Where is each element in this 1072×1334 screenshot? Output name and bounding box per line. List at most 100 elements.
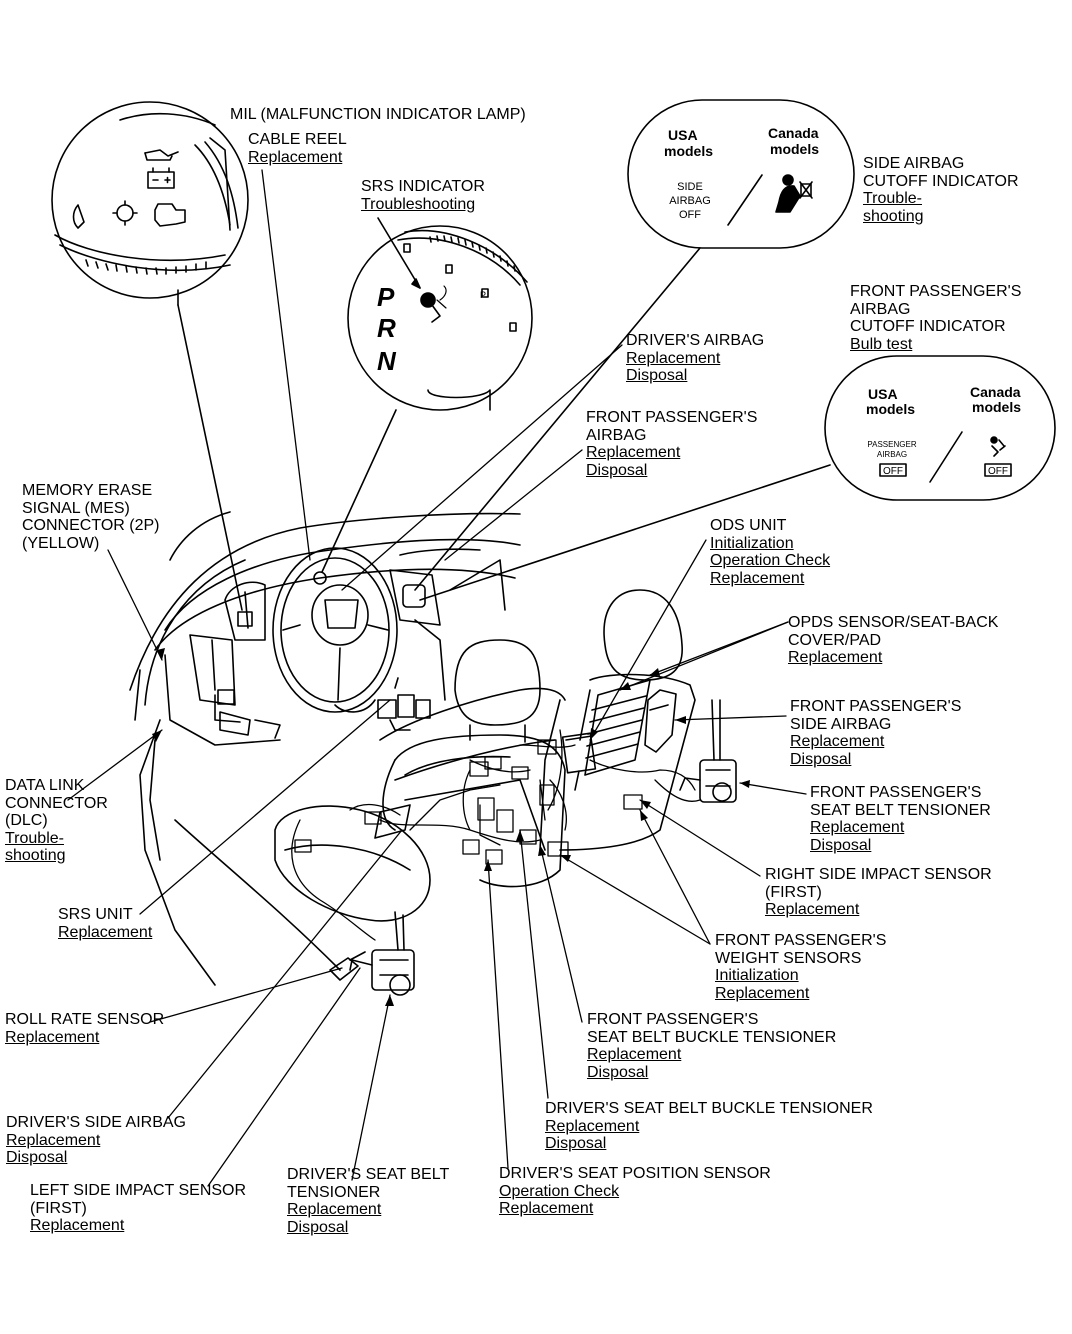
gear-p-label: P	[377, 282, 395, 312]
mes-connector-title-line: (YELLOW)	[22, 534, 100, 552]
right-side-impact-callout: RIGHT SIDE IMPACT SENSOR(FIRST)Replaceme…	[765, 866, 992, 919]
side-airbag-cutoff-link[interactable]: shooting	[863, 207, 924, 225]
drivers-seat	[274, 639, 566, 922]
fp-airbag-title-line: AIRBAG	[586, 426, 647, 444]
srs-indicator-link[interactable]: Troubleshooting	[361, 195, 476, 213]
fp-buckle-tensioner-link[interactable]: Replacement	[587, 1046, 682, 1063]
instrument-cluster-inset	[51, 101, 249, 611]
drivers-seat-position-title-line: DRIVER'S SEAT POSITION SENSOR	[499, 1165, 771, 1182]
gear-n-label: N	[377, 346, 397, 376]
fp-airbag-title-line: FRONT PASSENGER'S	[586, 409, 758, 426]
mil-callout: MIL (MALFUNCTION INDICATOR LAMP)	[230, 106, 526, 124]
right-side-impact-title-line: RIGHT SIDE IMPACT SENSOR	[765, 866, 992, 883]
left-side-impact-title-line: LEFT SIDE IMPACT SENSOR	[30, 1182, 247, 1199]
arrowheads	[152, 648, 750, 1006]
drivers-seat-position-link[interactable]: Replacement	[499, 1200, 594, 1217]
drivers-seat-belt-tensioner-link[interactable]: Replacement	[287, 1201, 382, 1218]
drivers-side-airbag-link[interactable]: Replacement	[6, 1131, 101, 1149]
fp-seat-belt-tensioner-link[interactable]: Disposal	[810, 836, 872, 854]
fp-buckle-tensioner-title-line: SEAT BELT BUCKLE TENSIONER	[587, 1028, 837, 1046]
dlc-link[interactable]: Trouble-	[5, 829, 64, 847]
gear-r-label: R	[377, 313, 396, 343]
dlc-title-line: CONNECTOR	[5, 794, 108, 812]
left-side-impact-link[interactable]: Replacement	[30, 1217, 125, 1234]
drivers-side-airbag-link[interactable]: Disposal	[6, 1149, 68, 1166]
roll-rate-sensor-title-line: ROLL RATE SENSOR	[5, 1011, 165, 1028]
drivers-airbag-link[interactable]: Disposal	[626, 367, 688, 384]
dlc-title-line: (DLC)	[5, 812, 48, 829]
drivers-seat-belt-tensioner-link[interactable]: Disposal	[287, 1218, 349, 1236]
fp-side-airbag-link[interactable]: Disposal	[790, 750, 852, 768]
roll-rate-sensor-link[interactable]: Replacement	[5, 1028, 100, 1046]
mes-connector-title-line: CONNECTOR (2P)	[22, 517, 160, 534]
side-airbag-cutoff-link[interactable]: Trouble-	[863, 190, 922, 207]
ods-unit-link[interactable]: Initialization	[710, 534, 794, 552]
fp-airbag-link[interactable]: Replacement	[586, 444, 681, 461]
srs-indicator-title-line: SRS INDICATOR	[361, 178, 485, 195]
ods-unit-link[interactable]: Replacement	[710, 569, 805, 587]
fp-buckle-tensioner-link[interactable]: Disposal	[587, 1063, 649, 1081]
dlc-title-line: DATA LINK	[5, 777, 85, 794]
dashboard	[154, 538, 521, 746]
left-side-impact-title-line: (FIRST)	[30, 1199, 87, 1217]
left-side-impact-callout: LEFT SIDE IMPACT SENSOR(FIRST)Replacemen…	[30, 1182, 246, 1235]
mes-connector-title-line: MEMORY ERASE	[22, 482, 153, 499]
mil-title-line: MIL (MALFUNCTION INDICATOR LAMP)	[230, 106, 526, 123]
fp-weight-sensors-title-line: FRONT PASSENGER'S	[715, 932, 887, 949]
ods-unit-title-line: ODS UNIT	[710, 517, 787, 534]
fp-airbag-cutoff-title-line: FRONT PASSENGER'S	[850, 283, 1022, 300]
fp-side-airbag-link[interactable]: Replacement	[790, 733, 885, 750]
drivers-side-airbag-title-line: DRIVER'S SIDE AIRBAG	[6, 1114, 186, 1131]
drivers-airbag-link[interactable]: Replacement	[626, 349, 721, 367]
fp-airbag-cutoff-link[interactable]: Bulb test	[850, 335, 913, 353]
right-side-impact-title-line: (FIRST)	[765, 883, 822, 901]
dlc-link[interactable]: shooting	[5, 847, 66, 864]
fp-weight-sensors-title-line: WEIGHT SENSORS	[715, 949, 862, 967]
opds-sensor-link[interactable]: Replacement	[788, 649, 883, 666]
fp-side-airbag-title-line: SIDE AIRBAG	[790, 715, 892, 733]
drivers-seat-belt-tensioner	[349, 911, 415, 996]
cable-reel-title-line: CABLE REEL	[248, 131, 347, 148]
fp-weight-sensors-link[interactable]: Initialization	[715, 967, 799, 984]
cable-reel-link[interactable]: Replacement	[248, 148, 343, 166]
drivers-buckle-tensioner-link[interactable]: Disposal	[545, 1135, 607, 1152]
ods-unit-link[interactable]: Operation Check	[710, 552, 831, 569]
steering-wheel	[272, 547, 398, 713]
fp-airbag-cutoff-title-line: CUTOFF INDICATOR	[850, 318, 1006, 335]
drivers-buckle-tensioner-link[interactable]: Replacement	[545, 1117, 640, 1135]
srs-unit-link[interactable]: Replacement	[58, 923, 153, 941]
fp-airbag-link[interactable]: Disposal	[586, 461, 648, 479]
side-airbag-cutoff-title-line: SIDE AIRBAG	[863, 155, 965, 172]
srs-indicator-inset	[321, 217, 533, 573]
ods-unit	[561, 732, 597, 791]
usa-off-badge: OFF	[883, 466, 903, 477]
fp-weight-sensors-link[interactable]: Replacement	[715, 984, 810, 1002]
drivers-airbag-title-line: DRIVER'S AIRBAG	[626, 332, 765, 349]
fp-buckle-tensioner-title-line: FRONT PASSENGER'S	[587, 1011, 759, 1028]
right-side-impact-link[interactable]: Replacement	[765, 901, 860, 918]
fp-seat-belt-tensioner-link[interactable]: Replacement	[810, 819, 905, 836]
srs-unit-part	[374, 804, 411, 839]
drivers-seat-position-link[interactable]: Operation Check	[499, 1182, 620, 1200]
fp-seat-belt-tensioner-title-line: SEAT BELT TENSIONER	[810, 801, 991, 819]
